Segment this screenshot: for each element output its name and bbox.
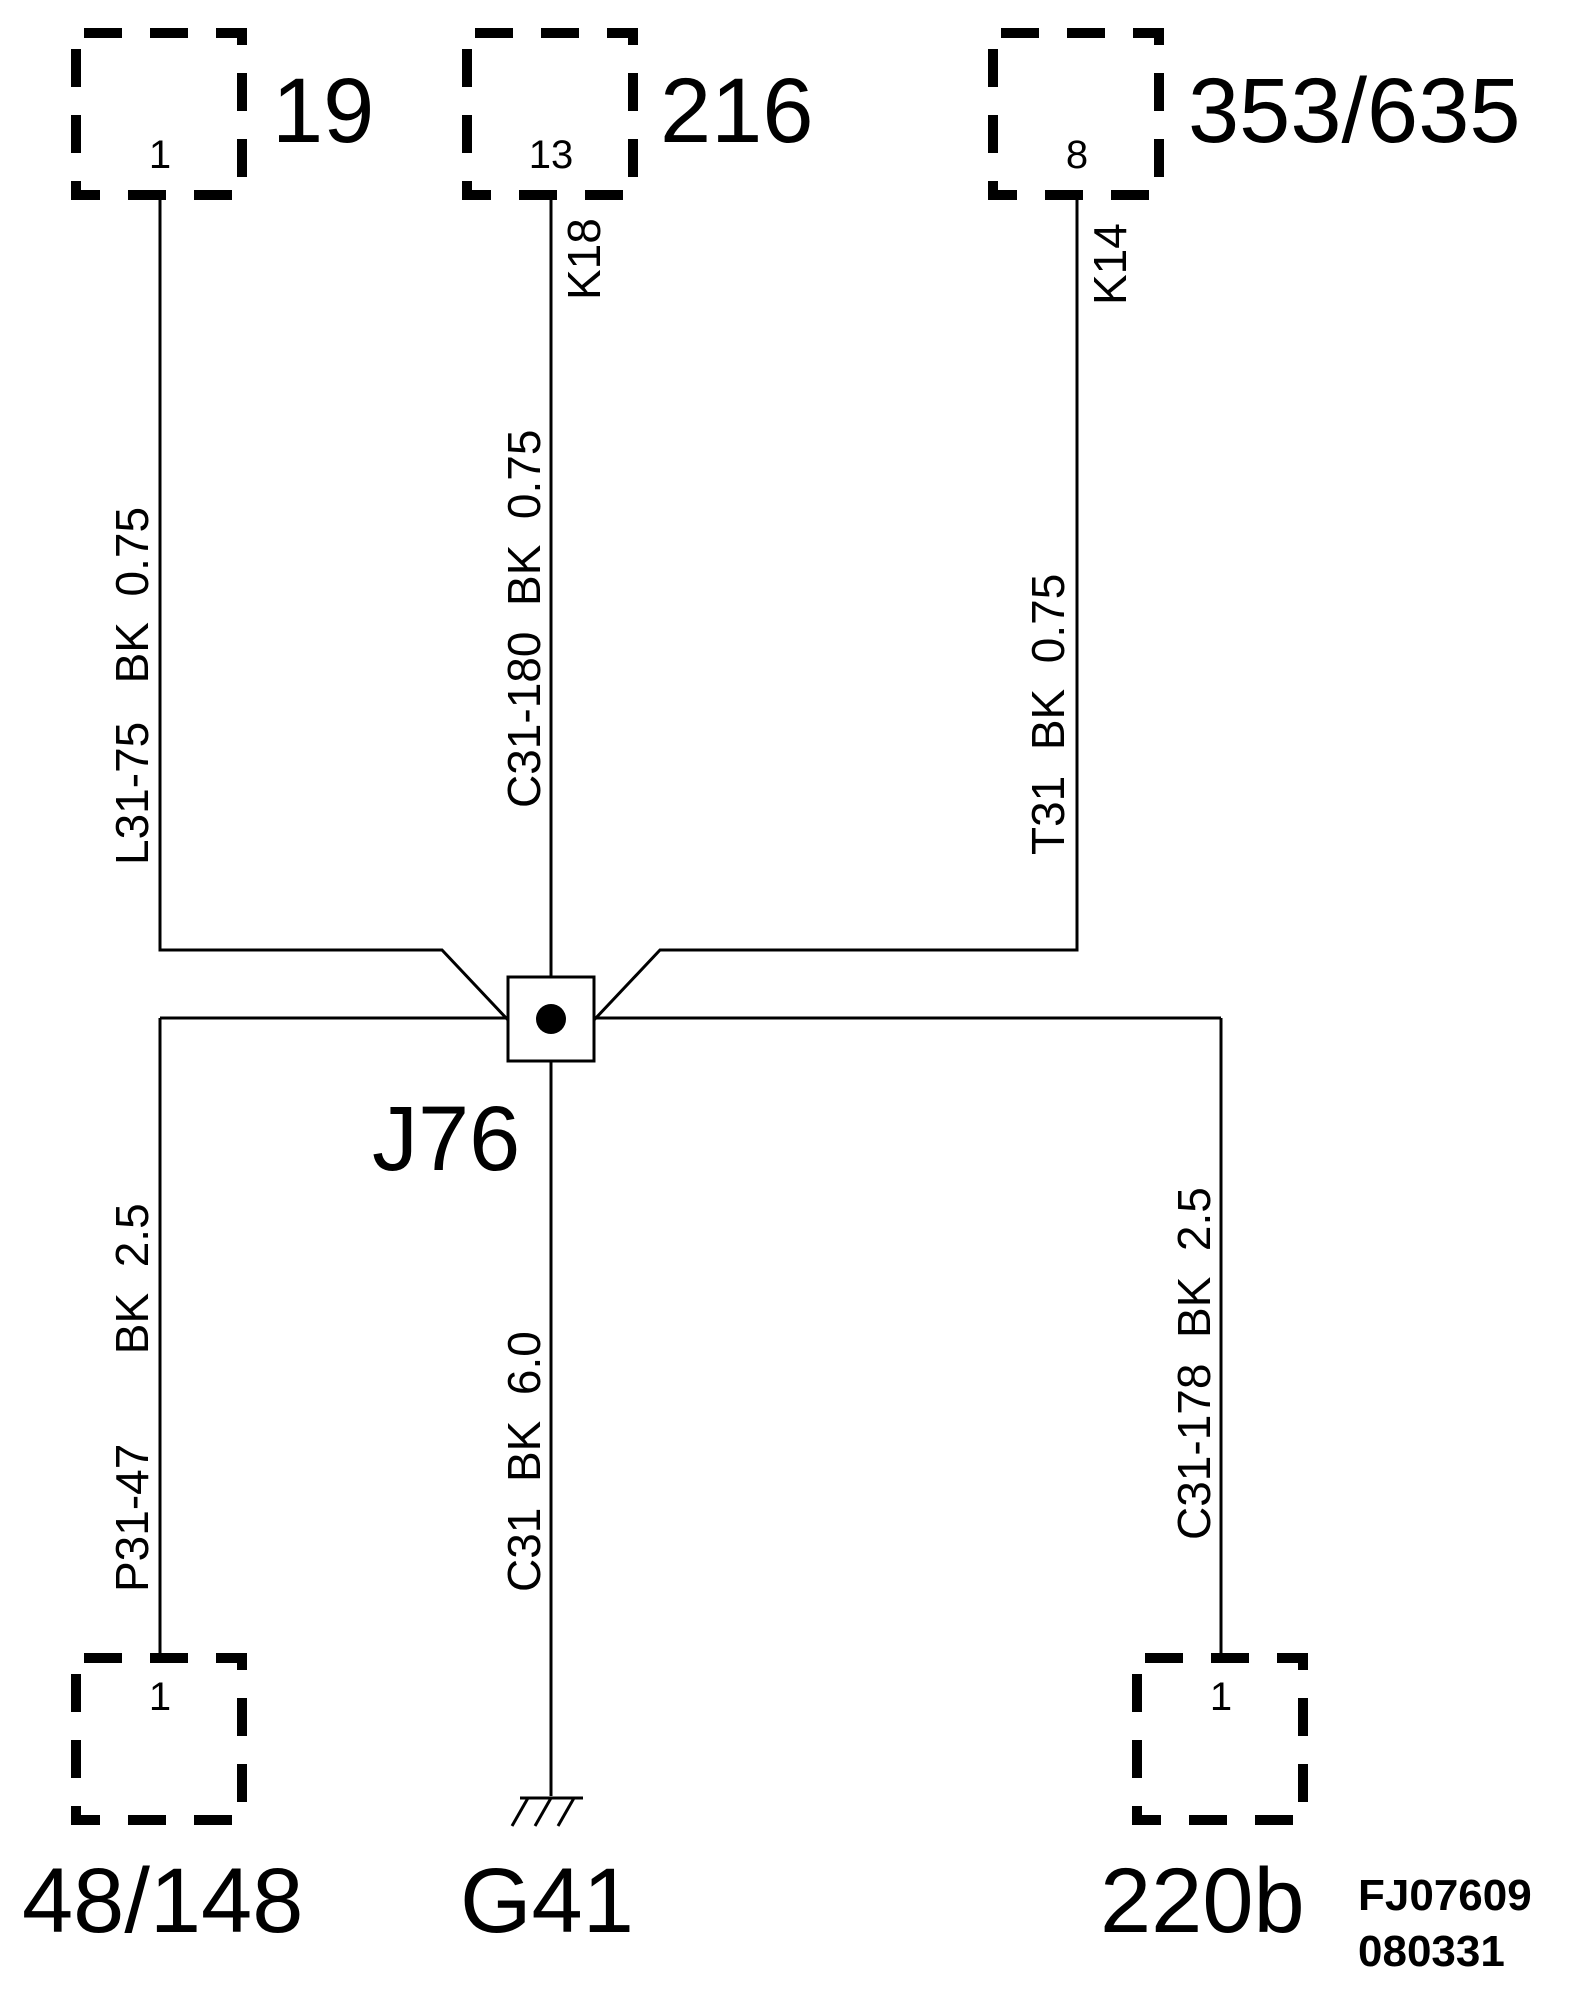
wire-t31[interactable]	[592, 195, 1079, 1022]
splice-j76[interactable]	[506, 975, 596, 1063]
connector-19-pin: 1	[149, 133, 171, 177]
connector-216-pin: 13	[529, 133, 574, 177]
connector-48-148-label: 48/148	[22, 1850, 303, 1952]
ground-icon[interactable]	[510, 1796, 583, 1827]
wire-label-p31-47: P31-47 BK 2.5	[106, 1203, 158, 1592]
splice-label: J76	[372, 1088, 520, 1190]
connector-48-148[interactable]: 1	[71, 1653, 247, 1825]
wire-pin-label-k14: K14	[1084, 223, 1136, 305]
connector-48-148-pin: 1	[149, 1675, 171, 1719]
wire-label-t31: T31 BK 0.75	[1022, 574, 1074, 855]
wire-label-c31-180: C31-180 BK 0.75	[498, 430, 550, 808]
connector-353-635-pin: 8	[1066, 133, 1088, 177]
wire-l31-75[interactable]	[158, 195, 510, 1022]
wire-pin-label-k18: K18	[558, 218, 610, 300]
connector-220b[interactable]: 1	[1132, 1653, 1308, 1825]
splice-dot	[536, 1004, 566, 1034]
connector-216[interactable]: 13	[462, 28, 638, 200]
wire-label-c31-178: C31-178 BK 2.5	[1168, 1187, 1220, 1540]
connector-353-635[interactable]: 8	[988, 28, 1164, 200]
connector-353-635-label: 353/635	[1188, 60, 1521, 162]
connector-216-label: 216	[660, 60, 814, 162]
wire-label-l31-75: L31-75 BK 0.75	[106, 507, 158, 865]
wire-label-c31-ground: C31 BK 6.0	[498, 1331, 550, 1592]
connector-19[interactable]: 1	[71, 28, 247, 200]
diagram-date: 080331	[1358, 1927, 1505, 1976]
connector-220b-label: 220b	[1100, 1850, 1305, 1952]
diagram-code: FJ07609	[1358, 1871, 1532, 1920]
connector-19-label: 19	[272, 60, 374, 162]
connector-220b-pin: 1	[1210, 1675, 1232, 1719]
ground-label: G41	[460, 1850, 634, 1952]
